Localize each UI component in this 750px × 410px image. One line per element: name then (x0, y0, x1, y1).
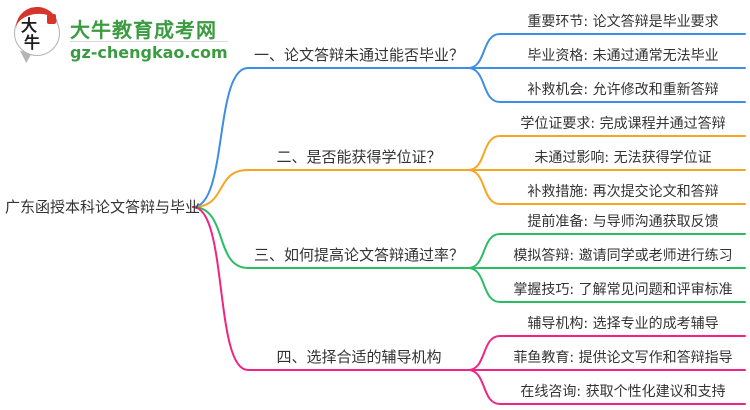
branch-title-4: 四、选择合适的辅导机构 (276, 348, 442, 366)
logo-bubble-text: 大牛 (21, 16, 47, 52)
branch-line-2 (192, 169, 469, 208)
site-domain: gz-chengkao.com (70, 41, 228, 62)
leaf-line-1-1 (467, 33, 746, 69)
leaf-node-1-3: 补救机会: 允许修改和重新答辩 (527, 82, 719, 98)
logo-seal-icon (47, 14, 56, 24)
leaf-node-3-3: 掌握技巧: 了解常见问题和评审标准 (513, 282, 733, 298)
leaf-node-1-1: 重要环节: 论文答辩是毕业要求 (527, 14, 719, 30)
branch-title-2: 二、是否能获得学位证？ (276, 148, 442, 166)
branch-title-3: 三、如何提高论文答辩通过率？ (253, 246, 464, 264)
leaf-line-4-1 (467, 335, 746, 371)
logo-bubble-icon: 大牛 (14, 4, 60, 56)
leaf-line-2-3 (467, 169, 746, 205)
root-node: 广东函授本科论文答辩与毕业 (5, 198, 201, 216)
leaf-node-1-2: 毕业资格: 未通过通常无法毕业 (527, 48, 719, 64)
leaf-line-1-3 (467, 67, 746, 103)
leaf-line-3-3 (467, 267, 746, 303)
leaf-node-3-2: 模拟答辩: 邀请同学或老师进行练习 (513, 248, 733, 264)
leaf-node-4-2: 菲鱼教育: 提供论文写作和答辩指导 (513, 350, 733, 366)
leaf-line-4-3 (467, 369, 746, 405)
leaf-node-3-1: 提前准备: 与导师沟通获取反馈 (527, 214, 719, 230)
branch-line-4 (192, 206, 469, 371)
leaf-node-4-1: 辅导机构: 选择专业的成考辅导 (527, 316, 719, 332)
leaf-line-3-1 (467, 233, 746, 269)
leaf-line-2-1 (467, 135, 746, 171)
branch-line-3 (192, 206, 469, 269)
leaf-node-2-1: 学位证要求: 完成课程并通过答辩 (520, 116, 726, 132)
site-logo[interactable]: 大牛 大牛教育成考网 gz-chengkao.com (12, 4, 228, 62)
leaf-node-2-3: 补救措施: 再次提交论文和答辩 (527, 184, 719, 200)
site-name: 大牛教育成考网 (70, 18, 217, 42)
leaf-node-2-2: 未通过影响: 无法获得学位证 (534, 150, 712, 166)
branch-line-1 (192, 67, 469, 208)
leaf-node-4-3: 在线咨询: 获取个性化建议和支持 (520, 384, 726, 400)
branch-title-1: 一、论文答辩未通过能否毕业？ (253, 46, 464, 64)
